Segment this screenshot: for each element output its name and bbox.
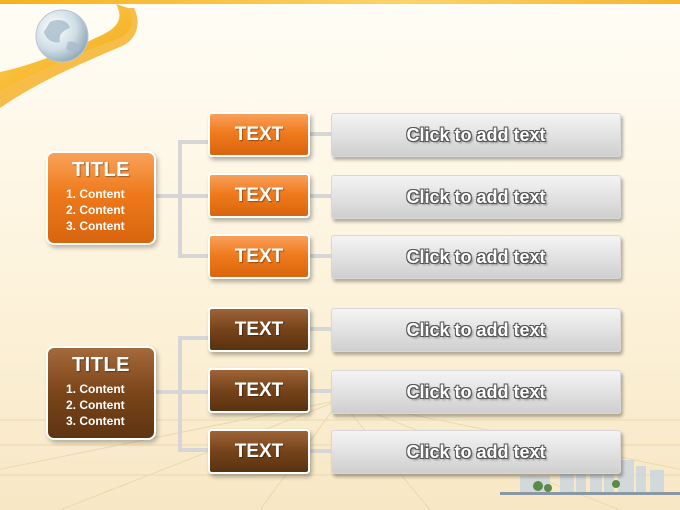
swoosh-decoration <box>0 4 138 108</box>
group-2-text-label-3[interactable]: TEXT <box>208 429 310 474</box>
group-1-text-label-1[interactable]: TEXT <box>208 112 310 157</box>
group-1-title: TITLE <box>71 159 131 181</box>
group-2-text-label-2[interactable]: TEXT <box>208 368 310 413</box>
group-2-content-item: 1. Content <box>66 382 125 396</box>
group-2-text-placeholder-1[interactable]: Click to add text <box>331 308 621 352</box>
group-2-text-placeholder-3[interactable]: Click to add text <box>331 430 621 474</box>
group-1-title-box[interactable]: TITLE 1. Content 2. Content 3. Content <box>46 151 156 245</box>
group-1-text-placeholder-2[interactable]: Click to add text <box>331 175 621 219</box>
group-2-text-label-1[interactable]: TEXT <box>208 307 310 352</box>
group-1-text-label-3[interactable]: TEXT <box>208 234 310 279</box>
group-2-title: TITLE <box>71 354 131 376</box>
group-1-content-item: 3. Content <box>66 219 125 233</box>
group-1-text-placeholder-3[interactable]: Click to add text <box>331 235 621 279</box>
globe-icon <box>35 9 89 63</box>
top-accent-bar <box>0 0 680 4</box>
city-skyline-icon <box>500 452 680 495</box>
group-1-text-placeholder-1[interactable]: Click to add text <box>331 113 621 157</box>
group-2-content-item: 2. Content <box>66 398 125 412</box>
group-2-content-list: 1. Content 2. Content 3. Content <box>66 381 154 429</box>
group-2-text-placeholder-2[interactable]: Click to add text <box>331 370 621 414</box>
group-2-content-item: 3. Content <box>66 414 125 428</box>
group-1-content-item: 2. Content <box>66 203 125 217</box>
group-2-title-box[interactable]: TITLE 1. Content 2. Content 3. Content <box>46 346 156 440</box>
group-1-text-label-2[interactable]: TEXT <box>208 173 310 218</box>
group-1-content-item: 1. Content <box>66 187 125 201</box>
group-1-content-list: 1. Content 2. Content 3. Content <box>66 186 154 234</box>
